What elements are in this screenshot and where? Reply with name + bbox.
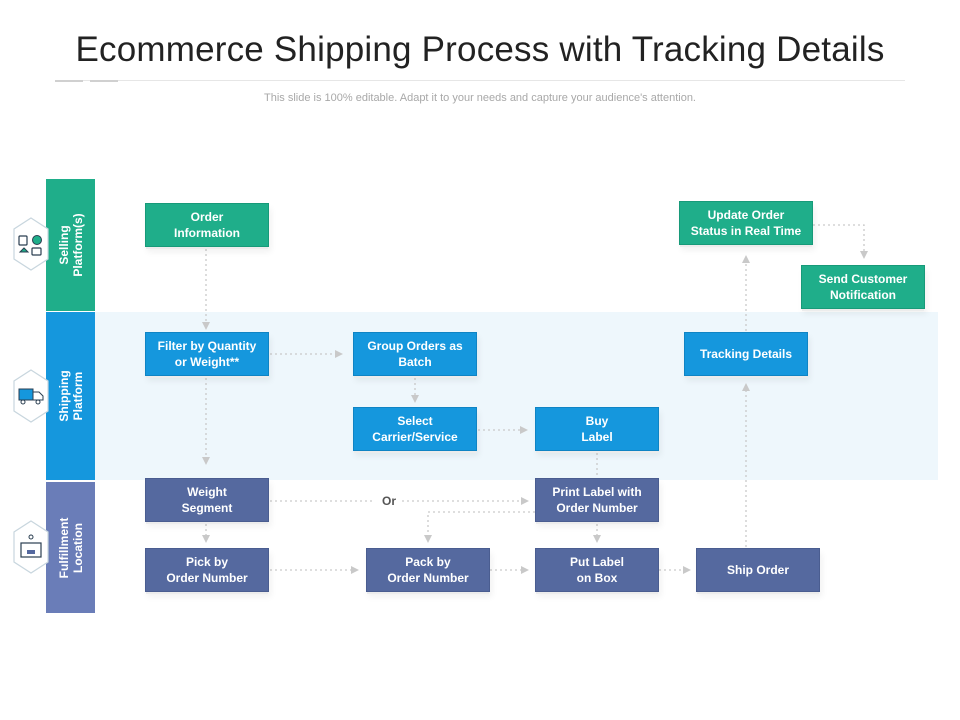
lane-selling-platforms: Selling Platform(s) <box>46 179 95 311</box>
step-ship-order: Ship Order <box>696 548 820 592</box>
title-divider-accent-1 <box>55 80 83 82</box>
step-weight-segment: Weight Segment <box>145 478 269 522</box>
shipping-truck-icon <box>13 369 49 423</box>
title-divider <box>55 80 905 81</box>
title-divider-accent-2 <box>90 80 118 82</box>
step-pick-by-order: Pick by Order Number <box>145 548 269 592</box>
lane-fulfillment-location: Fulfillment Location <box>46 482 95 613</box>
connector-print-to-pack <box>424 511 535 543</box>
page-title: Ecommerce Shipping Process with Tracking… <box>75 30 885 69</box>
step-update-order-status: Update Order Status in Real Time <box>679 201 813 245</box>
step-tracking-details: Tracking Details <box>684 332 808 376</box>
step-send-customer-notification: Send Customer Notification <box>801 265 925 309</box>
step-select-carrier: Select Carrier/Service <box>353 407 477 451</box>
step-pack-by-order: Pack by Order Number <box>366 548 490 592</box>
step-put-label-on-box: Put Label on Box <box>535 548 659 592</box>
step-order-information: Order Information <box>145 203 269 247</box>
shopping-icons <box>13 217 49 271</box>
package-box-icon <box>13 520 49 574</box>
step-buy-label: Buy Label <box>535 407 659 451</box>
connector-update-to-notify <box>813 224 868 259</box>
lane-shipping-platform: Shipping Platform <box>46 312 95 480</box>
step-group-orders: Group Orders as Batch <box>353 332 477 376</box>
or-label: Or <box>382 494 397 508</box>
step-filter-by-quantity: Filter by Quantity or Weight** <box>145 332 269 376</box>
step-print-label: Print Label with Order Number <box>535 478 659 522</box>
subtitle: This slide is 100% editable. Adapt it to… <box>264 92 696 104</box>
